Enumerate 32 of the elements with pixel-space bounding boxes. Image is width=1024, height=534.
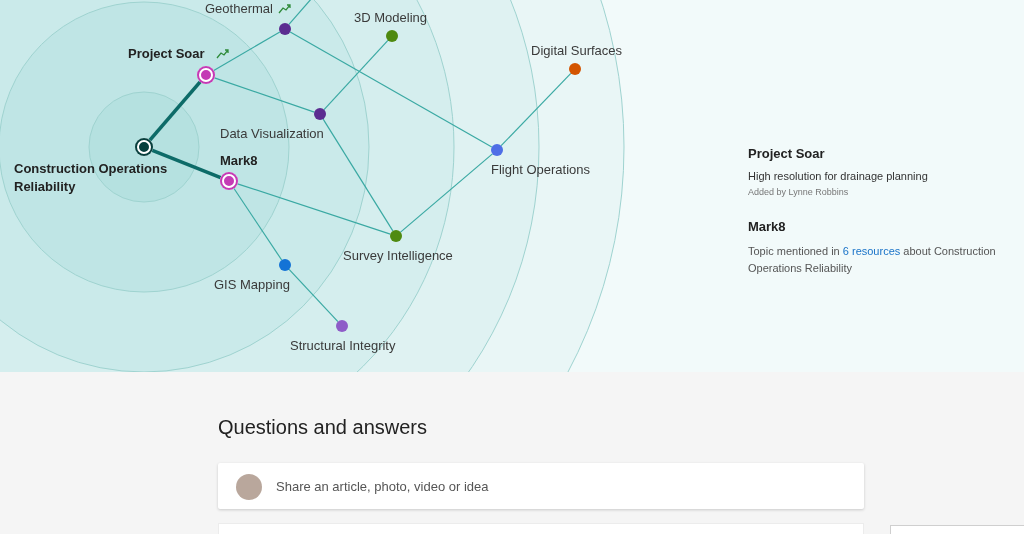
section-heading: Questions and answers — [218, 416, 427, 439]
topic-label: Data Visualization — [220, 125, 324, 143]
input-field: Share an article, photo, video or idea — [218, 463, 864, 509]
author-note: Added by Lynne Robbins — [748, 187, 850, 197]
connector-line — [322, 118, 394, 232]
resources-link: 6 resources — [842, 245, 901, 257]
topic-title: Project Soar — [748, 146, 826, 161]
topic-title: Mark8 — [748, 219, 787, 234]
topic-label: Structural Integrity — [290, 337, 396, 355]
topic-label: 3D Modeling — [354, 9, 427, 27]
connector-line — [288, 0, 313, 26]
connector-line — [323, 39, 389, 111]
connector-line — [148, 80, 202, 142]
topic-description: High resolution for drainage planning — [748, 170, 929, 182]
connector-line — [500, 72, 572, 147]
connector-line — [399, 153, 494, 233]
topic-label: Mark8 — [220, 152, 258, 170]
topic-label: Construction Operations Reliability — [14, 160, 169, 196]
connector-line — [289, 31, 493, 148]
connector-line — [213, 77, 315, 113]
connector-line — [151, 148, 222, 180]
topic-description: Topic mentioned in 6 resources about Construction Operations Reliability — [748, 244, 997, 276]
topic-label: Survey Intelligence — [343, 247, 453, 265]
connector-line — [213, 31, 281, 72]
connector-line — [288, 268, 339, 323]
topic-label: Digital Surfaces — [531, 42, 623, 60]
connector-line — [236, 183, 391, 235]
topic-label: Flight Operations — [491, 161, 590, 179]
topic-label: Project Soar — [128, 45, 205, 63]
topic-label: GIS Mapping — [214, 276, 290, 294]
connector-line — [233, 187, 283, 261]
topic-label: Geothermal — [205, 0, 273, 18]
